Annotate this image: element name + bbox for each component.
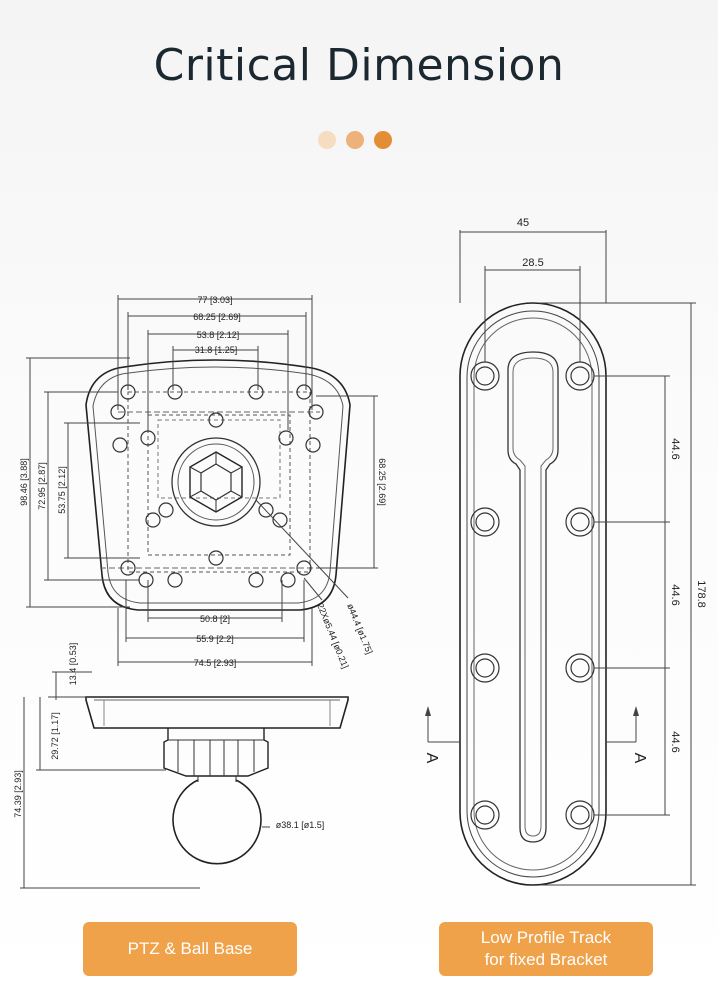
dim-53-side: 53.75 [2.12]: [57, 466, 67, 514]
track-label-line2: for fixed Bracket: [484, 950, 608, 969]
dim-13: 13.4 [0.53]: [68, 643, 78, 686]
dim-98: 98.46 [3.88]: [19, 458, 29, 506]
dim-45: 45: [517, 217, 529, 229]
track-label-line1: Low Profile Track: [480, 928, 612, 947]
dim-holes: 22Xø5.44 [ø0.21]: [315, 602, 350, 670]
dim-68-side: 68.25 [2.69]: [377, 458, 387, 506]
dot-light: [318, 131, 336, 149]
dim-178: 178.8: [695, 580, 707, 608]
ptz-ball-base-button[interactable]: PTZ & Ball Base: [83, 922, 297, 976]
dim-d44: ø44.4 [ø1.75]: [345, 602, 374, 655]
dim-pitch-1: 44.6: [669, 438, 681, 459]
dim-29: 29.72 [1.17]: [50, 712, 60, 760]
dim-77: 77 [3.03]: [197, 295, 232, 305]
low-profile-track-button[interactable]: Low Profile Track for fixed Bracket: [439, 922, 653, 976]
dim-ball: ø38.1 [ø1.5]: [276, 820, 325, 830]
dim-55: 55.9 [2.2]: [196, 634, 234, 644]
dim-50: 50.8 [2]: [200, 614, 230, 624]
dim-72: 72.95 [2.87]: [37, 462, 47, 510]
dim-74-side: 74.39 [2.93]: [13, 770, 23, 818]
track-view: [425, 230, 696, 886]
base-side-view: [20, 671, 349, 889]
dim-74: 74.5 [2.93]: [194, 658, 237, 668]
section-label-right: A: [631, 753, 648, 764]
dot-dark: [374, 131, 392, 149]
dim-28: 28.5: [522, 257, 543, 269]
dot-medium: [346, 131, 364, 149]
section-label-left: A: [423, 753, 440, 764]
dim-53-top: 53.8 [2.12]: [197, 330, 240, 340]
ptz-ball-base-label: PTZ & Ball Base: [127, 939, 253, 958]
base-top-view: [26, 295, 378, 666]
dim-pitch-2: 44.6: [669, 584, 681, 605]
page-title: Critical Dimension: [153, 40, 565, 91]
dim-pitch-3: 44.6: [669, 731, 681, 752]
decorative-dots: [318, 131, 392, 149]
dim-31: 31.8 [1.25]: [195, 345, 238, 355]
dim-68-top: 68.25 [2.69]: [193, 312, 241, 322]
